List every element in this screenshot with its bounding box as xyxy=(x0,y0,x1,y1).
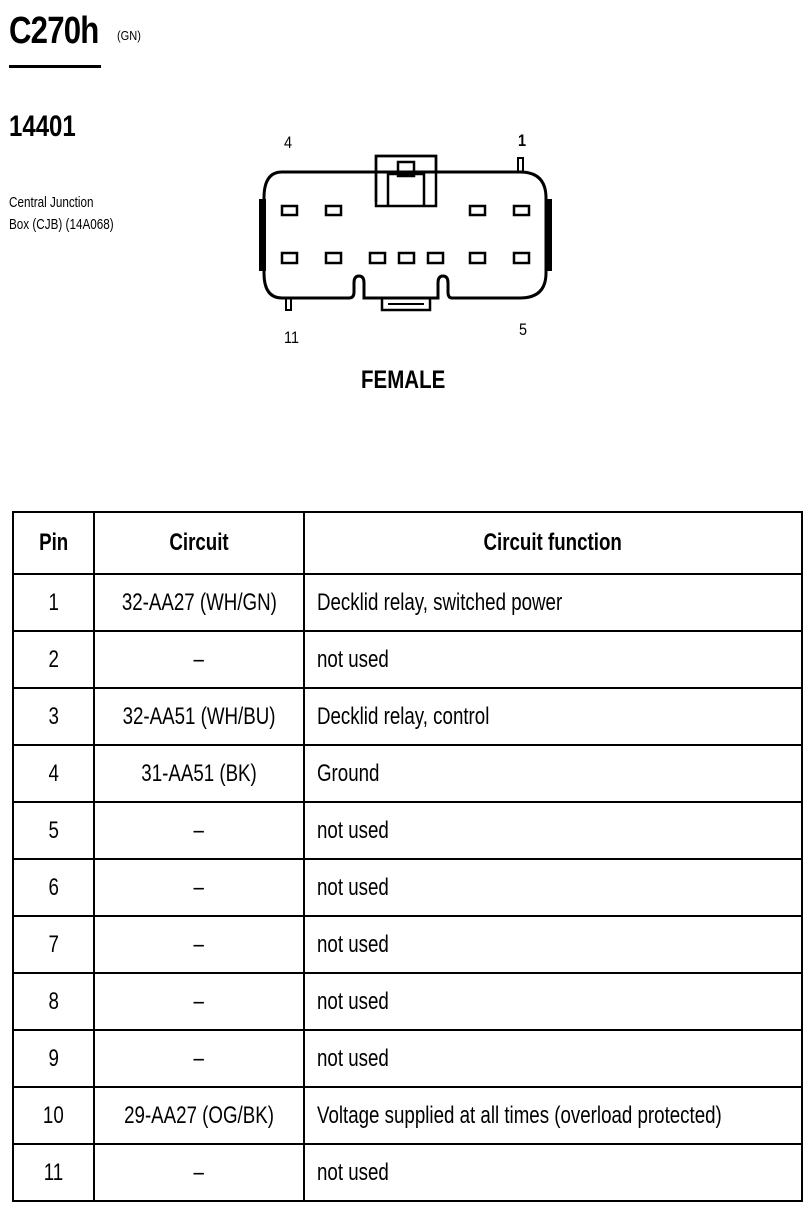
title-underline xyxy=(9,65,101,68)
circuit-cell: – xyxy=(93,801,305,860)
pin-cell: 3 xyxy=(12,687,95,746)
cavity-2 xyxy=(468,204,487,217)
table-row: 11–not used xyxy=(12,1143,803,1202)
circuit-cell: – xyxy=(93,972,305,1031)
function-cell: Decklid relay, control xyxy=(303,687,803,746)
pin-cell: 5 xyxy=(12,801,95,860)
bottom-key xyxy=(380,296,432,312)
table-row: 7–not used xyxy=(12,915,803,974)
pin-cell: 2 xyxy=(12,630,95,689)
cavity-11 xyxy=(280,251,299,265)
column-header-pin: Pin xyxy=(12,511,95,575)
pin-cell: 9 xyxy=(12,1029,95,1088)
function-cell: not used xyxy=(303,1143,803,1202)
circuit-cell: – xyxy=(93,915,305,974)
connector-color-code: (GN) xyxy=(117,28,141,43)
pin-cell: 4 xyxy=(12,744,95,803)
circuit-cell: – xyxy=(93,630,305,689)
circuit-cell: 32-AA51 (WH/BU) xyxy=(93,687,305,746)
cavity-7 xyxy=(426,251,445,265)
column-header-function: Circuit function xyxy=(303,511,803,575)
pin-label-bottom-left: 11 xyxy=(284,328,300,347)
connector-id: C270h xyxy=(9,10,99,52)
cavity-5 xyxy=(512,251,531,265)
right-latch-bar xyxy=(545,199,552,271)
table-row: 5–not used xyxy=(12,801,803,860)
pin11-indicator xyxy=(285,297,292,311)
pin-label-top-left: 4 xyxy=(284,133,293,152)
table-header-row: Pin Circuit Circuit function xyxy=(12,511,803,575)
function-cell: Decklid relay, switched power xyxy=(303,573,803,632)
function-cell: Ground xyxy=(303,744,803,803)
function-cell: Voltage supplied at all times (overload … xyxy=(303,1086,803,1145)
table-row: 9–not used xyxy=(12,1029,803,1088)
circuit-cell: 29-AA27 (OG/BK) xyxy=(93,1086,305,1145)
function-cell: not used xyxy=(303,630,803,689)
function-cell: not used xyxy=(303,801,803,860)
pin-label-bottom-right: 5 xyxy=(519,320,528,339)
component-line-2: Box (CJB) (14A068) xyxy=(9,216,114,233)
function-cell: not used xyxy=(303,915,803,974)
table-row: 6–not used xyxy=(12,858,803,917)
component-line-1: Central Junction xyxy=(9,194,94,211)
pin-cell: 11 xyxy=(12,1143,95,1202)
connector-housing xyxy=(262,170,548,300)
pin-cell: 8 xyxy=(12,972,95,1031)
cavity-8 xyxy=(397,251,416,265)
pin1-indicator xyxy=(517,157,524,173)
connector-gender: FEMALE xyxy=(361,366,446,394)
function-cell: not used xyxy=(303,858,803,917)
function-cell: not used xyxy=(303,1029,803,1088)
pin-label-top-right: 1 xyxy=(518,131,527,150)
circuit-cell: 31-AA51 (BK) xyxy=(93,744,305,803)
table-row: 8–not used xyxy=(12,972,803,1031)
cavity-6 xyxy=(468,251,487,265)
pin-cell: 10 xyxy=(12,1086,95,1145)
cavity-4 xyxy=(280,204,299,217)
harness-number: 14401 xyxy=(9,110,76,143)
circuit-cell: – xyxy=(93,858,305,917)
cavity-1 xyxy=(512,204,531,217)
left-latch-bar xyxy=(259,199,266,271)
cavity-9 xyxy=(368,251,387,265)
pin-cell: 7 xyxy=(12,915,95,974)
pin-cell: 1 xyxy=(12,573,95,632)
column-header-circuit: Circuit xyxy=(93,511,305,575)
table-row: 2–not used xyxy=(12,630,803,689)
connector-face-diagram xyxy=(259,154,552,312)
cavity-10 xyxy=(324,251,343,265)
pin-cell: 6 xyxy=(12,858,95,917)
circuit-cell: 32-AA27 (WH/GN) xyxy=(93,573,305,632)
component-description: Central Junction Box (CJB) (14A068) xyxy=(9,192,114,236)
function-cell: not used xyxy=(303,972,803,1031)
cavity-3 xyxy=(324,204,343,217)
circuit-cell: – xyxy=(93,1029,305,1088)
circuit-cell: – xyxy=(93,1143,305,1202)
